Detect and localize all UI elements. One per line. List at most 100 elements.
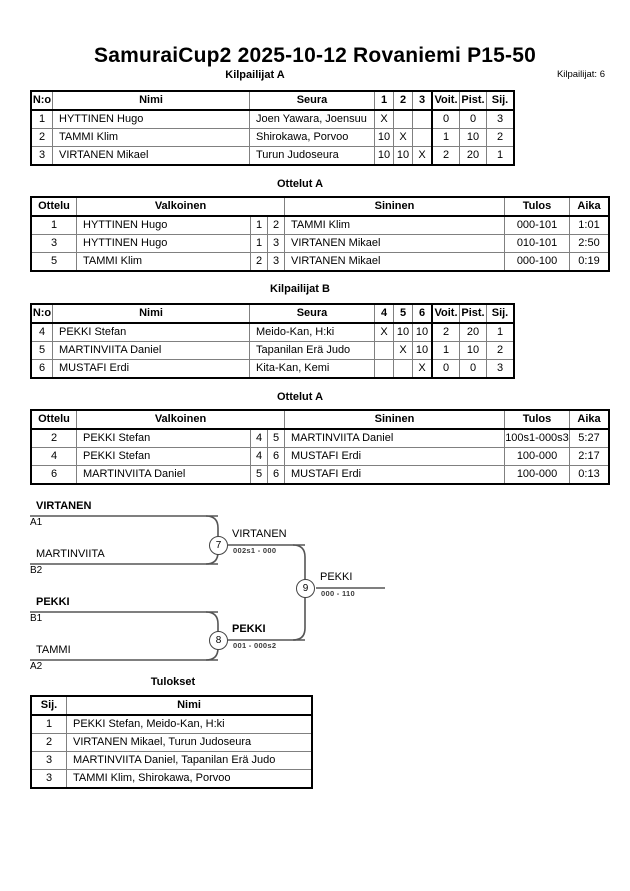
cell-rank: 1 (30, 714, 67, 734)
cell-wins: 1 (431, 128, 460, 147)
col-white: Valkoinen (76, 196, 285, 217)
cell-result: 010-101 (504, 234, 570, 253)
col-rank: Sij. (30, 695, 67, 716)
bracket-match-winner-8: PEKKI (232, 623, 266, 635)
cell-rr-3: X (412, 146, 433, 166)
cell-rr-6: 10 (412, 341, 433, 360)
bracket-match-winner-9: PEKKI (320, 571, 353, 583)
bracket-seed-code-4: A2 (30, 661, 43, 672)
cell-rr-2: 10 (393, 146, 413, 166)
cell-rr-2 (393, 109, 413, 129)
cell-name: HYTTINEN Hugo (52, 109, 250, 129)
bracket-match-number-8[interactable]: 8 (209, 631, 228, 650)
cell-rank: 3 (486, 109, 515, 129)
cell-rank: 1 (486, 146, 515, 166)
cell-rr-3 (412, 128, 433, 147)
results-title: Tulokset (150, 676, 196, 688)
col-name: Nimi (52, 303, 250, 324)
cell-rr-4 (374, 341, 394, 360)
col-time: Aika (569, 409, 610, 430)
cell-result: 000-101 (504, 215, 570, 235)
cell-rr-6: 10 (412, 322, 433, 342)
cell-result: 100-000 (504, 447, 570, 466)
cell-no: 6 (30, 359, 53, 379)
cell-points: 0 (459, 359, 487, 379)
col-rr-2: 2 (393, 90, 413, 111)
col-rr-6: 6 (412, 303, 433, 324)
cell-name: PEKKI Stefan, Meido-Kan, H:ki (66, 714, 313, 734)
cell-result: 100s1-000s3 (504, 428, 570, 448)
cell-white: HYTTINEN Hugo (76, 234, 251, 253)
cell-white-no: 5 (250, 465, 268, 485)
cell-rr-5 (393, 359, 413, 379)
bracket-match-number-9[interactable]: 9 (296, 579, 315, 598)
matches-b-title: Ottelut A (276, 391, 324, 403)
table-row: 6 MARTINVIITA Daniel 5 6 MUSTAFI Erdi 10… (30, 465, 610, 485)
cell-rr-1: 10 (374, 146, 394, 166)
col-rr-5: 5 (393, 303, 413, 324)
cell-result: 000-100 (504, 252, 570, 272)
bracket-match-score-8: 001 - 000s2 (233, 641, 277, 650)
cell-time: 0:13 (569, 465, 610, 485)
table-header-row: N:o Nimi Seura 1 2 3 Voit. Pist. Sij. (30, 90, 515, 111)
cell-points: 10 (459, 128, 487, 147)
col-no: N:o (30, 90, 53, 111)
cell-wins: 0 (431, 109, 460, 129)
cell-blue: TAMMI Klim (284, 215, 505, 235)
cell-no: 4 (30, 322, 53, 342)
cell-match: 4 (30, 447, 77, 466)
pool-a-table: N:o Nimi Seura 1 2 3 Voit. Pist. Sij. 1 … (30, 90, 515, 166)
col-blue: Sininen (284, 409, 505, 430)
table-row: 2 PEKKI Stefan 4 5 MARTINVIITA Daniel 10… (30, 428, 610, 448)
cell-blue-no: 3 (267, 252, 285, 272)
col-points: Pist. (459, 90, 487, 111)
cell-rr-3 (412, 109, 433, 129)
bracket-match-number-7[interactable]: 7 (209, 536, 228, 555)
col-points: Pist. (459, 303, 487, 324)
entrants-count: Kilpailijat: 6 (556, 69, 605, 80)
table-row: 1 PEKKI Stefan, Meido-Kan, H:ki (30, 714, 313, 734)
table-row: 1 HYTTINEN Hugo 1 2 TAMMI Klim 000-101 1… (30, 215, 610, 235)
cell-white: TAMMI Klim (76, 252, 251, 272)
cell-white: HYTTINEN Hugo (76, 215, 251, 235)
col-no: N:o (30, 303, 53, 324)
bracket-seed-code-1: A1 (30, 517, 43, 528)
cell-club: Meido-Kan, H:ki (249, 322, 375, 342)
cell-points: 10 (459, 341, 487, 360)
cell-time: 1:01 (569, 215, 610, 235)
cell-rr-2: X (393, 128, 413, 147)
cell-blue: VIRTANEN Mikael (284, 252, 505, 272)
cell-rr-6: X (412, 359, 433, 379)
cell-rank: 3 (30, 769, 67, 789)
cell-points: 0 (459, 109, 487, 129)
cell-rr-4: X (374, 322, 394, 342)
cell-club: Shirokawa, Porvoo (249, 128, 375, 147)
bracket-match-score-7: 002s1 - 000 (233, 546, 277, 555)
col-wins: Voit. (431, 90, 460, 111)
cell-blue: MUSTAFI Erdi (284, 447, 505, 466)
table-row: 4 PEKKI Stefan 4 6 MUSTAFI Erdi 100-000 … (30, 447, 610, 466)
cell-rank: 2 (486, 341, 515, 360)
col-rr-3: 3 (412, 90, 433, 111)
cell-rank: 3 (486, 359, 515, 379)
cell-time: 0:19 (569, 252, 610, 272)
cell-name: VIRTANEN Mikael (52, 146, 250, 166)
col-rank: Sij. (486, 303, 515, 324)
cell-wins: 1 (431, 341, 460, 360)
col-wins: Voit. (431, 303, 460, 324)
results-table: Sij. Nimi 1 PEKKI Stefan, Meido-Kan, H:k… (30, 695, 313, 789)
cell-blue-no: 5 (267, 428, 285, 448)
cell-rr-1: 10 (374, 128, 394, 147)
cell-white-no: 4 (250, 428, 268, 448)
bracket-lines (30, 515, 385, 661)
cell-blue-no: 3 (267, 234, 285, 253)
pool-b-title: Kilpailijat B (270, 283, 330, 295)
cell-time: 2:17 (569, 447, 610, 466)
col-name: Nimi (66, 695, 313, 716)
cell-points: 20 (459, 146, 487, 166)
matches-a-table: Ottelu Valkoinen Sininen Tulos Aika 1 HY… (30, 196, 610, 272)
table-row: 1 HYTTINEN Hugo Joen Yawara, Joensuu X 0… (30, 109, 515, 129)
matches-b-table: Ottelu Valkoinen Sininen Tulos Aika 2 PE… (30, 409, 610, 485)
cell-blue-no: 2 (267, 215, 285, 235)
cell-time: 2:50 (569, 234, 610, 253)
